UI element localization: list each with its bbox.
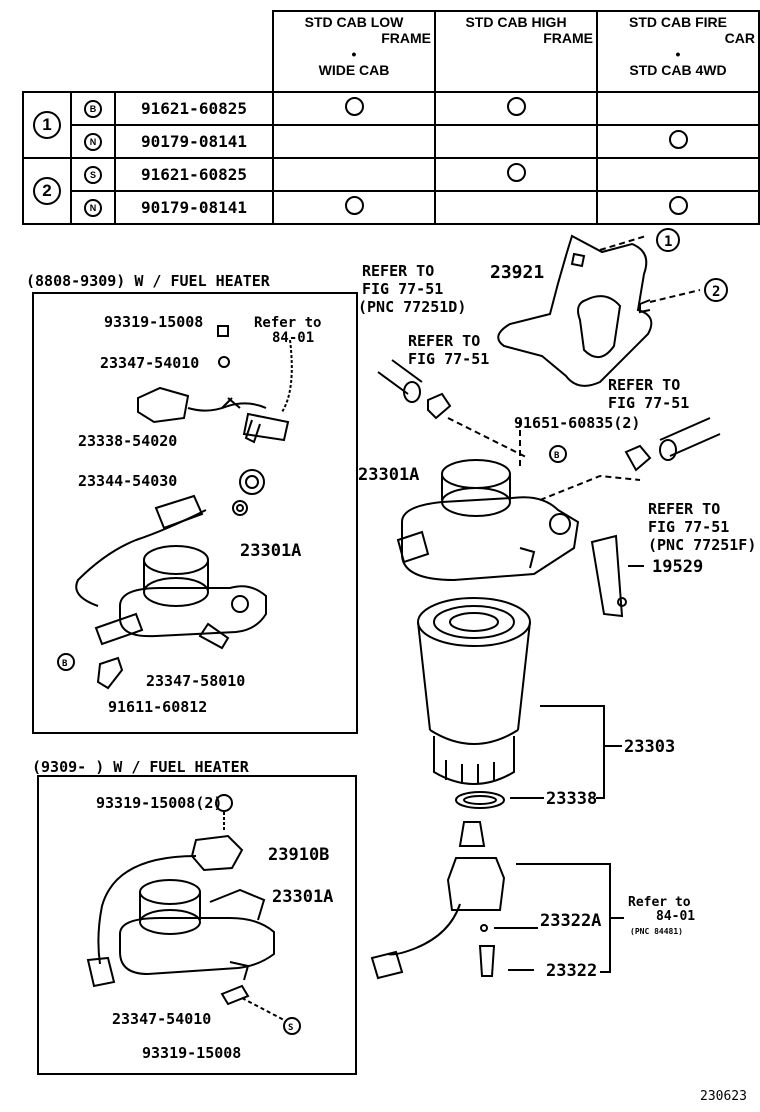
o-ring bbox=[455, 791, 505, 809]
part-number-cell: 90179-08141 bbox=[114, 190, 274, 225]
refer-a-line2: FIG 77-51 bbox=[362, 280, 443, 298]
label-23303: 23303 bbox=[624, 737, 675, 757]
callout-2-number: 2 bbox=[712, 284, 720, 300]
header-col-1: STD CAB LOW FRAME • WIDE CAB bbox=[272, 10, 436, 93]
refer-a-line3: (PNC 77251D) bbox=[358, 298, 466, 316]
refer-e-line3: (PNC 84481) bbox=[630, 927, 683, 936]
fitment-mark bbox=[506, 97, 526, 116]
label-23301a-main: 23301A bbox=[358, 465, 419, 485]
table-row: 2 S 91621-60825 bbox=[22, 157, 760, 225]
label-23921: 23921 bbox=[490, 262, 544, 283]
group-cell: 2 bbox=[22, 157, 72, 225]
label-23347-58010: 23347-58010 bbox=[146, 672, 245, 690]
part-number-cell: 90179-08141 bbox=[114, 124, 274, 159]
mark-cell: S bbox=[70, 157, 116, 192]
fitment-mark bbox=[506, 163, 526, 182]
main-mark-letter: B bbox=[554, 451, 560, 461]
label-23910b: 23910B bbox=[268, 845, 329, 865]
mounting-bracket bbox=[497, 234, 653, 387]
sensor-housing bbox=[446, 857, 506, 911]
mark-cell: N bbox=[70, 190, 116, 225]
callout-1-number: 1 bbox=[664, 234, 672, 250]
mark-cell: B bbox=[70, 91, 116, 126]
panel2-sensor bbox=[190, 834, 244, 872]
callout-2 bbox=[704, 278, 728, 302]
label-23322: 23322 bbox=[546, 961, 597, 981]
fitment-mark bbox=[344, 97, 364, 116]
fit-cell bbox=[272, 190, 436, 225]
figure-number: 230623 bbox=[700, 1089, 747, 1104]
group-number-2: 2 bbox=[33, 177, 61, 205]
label-91651-60835: 91651-60835(2) bbox=[514, 414, 640, 432]
refer-b-line2: FIG 77-51 bbox=[408, 350, 489, 368]
refer-b-line1: REFER TO bbox=[408, 332, 480, 350]
fit-cell bbox=[434, 124, 598, 159]
bracket-19529 bbox=[590, 534, 624, 618]
header-col-3: STD CAB FIRE CAR • STD CAB 4WD bbox=[596, 10, 760, 93]
fit-cell bbox=[272, 157, 436, 192]
refer-d-line2: FIG 77-51 bbox=[648, 518, 729, 536]
refer-e-line2: 84-01 bbox=[656, 909, 695, 924]
label-23301a: 23301A bbox=[240, 541, 301, 561]
label-93319-15008-panel2: 93319-15008 bbox=[142, 1044, 241, 1062]
refer-c-line2: FIG 77-51 bbox=[608, 394, 689, 412]
label-91611-60812: 91611-60812 bbox=[108, 698, 207, 716]
panel2-mark-s bbox=[283, 1017, 301, 1035]
header-col-2: STD CAB HIGH FRAME bbox=[434, 10, 598, 93]
panel1-mark-letter: B bbox=[62, 659, 68, 669]
fuel-sensor bbox=[478, 945, 496, 977]
label-23338-54020: 23338-54020 bbox=[78, 432, 177, 450]
refer-d-line3: (PNC 77251F) bbox=[648, 536, 756, 554]
panel-1-frame bbox=[32, 292, 358, 734]
table-row: 1 B 91621-60825 bbox=[22, 91, 760, 159]
label-23347-54010-panel2: 23347-54010 bbox=[112, 1010, 211, 1028]
label-93319-15008: 93319-15008 bbox=[104, 313, 203, 331]
part-number-cell: 91621-60825 bbox=[114, 91, 274, 126]
fit-cell bbox=[272, 124, 436, 159]
refer-e-line1: Refer to bbox=[628, 895, 691, 910]
fit-cell bbox=[434, 190, 598, 225]
label-19529: 19529 bbox=[652, 557, 703, 577]
fit-cell bbox=[434, 91, 598, 126]
label-23344-54030: 23344-54030 bbox=[78, 472, 177, 490]
refer-c-line1: REFER TO bbox=[608, 376, 680, 394]
table-header-row: STD CAB LOW FRAME • WIDE CAB STD CAB HIG… bbox=[23, 10, 760, 93]
fit-cell bbox=[596, 91, 760, 126]
table-row: N 90179-08141 bbox=[23, 190, 760, 225]
fit-cell bbox=[596, 157, 760, 192]
part-number-cell: 91621-60825 bbox=[114, 157, 274, 192]
label-23347-54010: 23347-54010 bbox=[100, 354, 199, 372]
label-23301a-panel2: 23301A bbox=[272, 887, 333, 907]
fit-cell bbox=[596, 190, 760, 225]
panel1-mark-b bbox=[57, 653, 75, 671]
group-number-1: 1 bbox=[33, 111, 61, 139]
fit-cell bbox=[596, 124, 760, 159]
fit-cell bbox=[272, 91, 436, 126]
refer-to-text: Refer to bbox=[254, 315, 321, 331]
label-23322a: 23322A bbox=[540, 911, 601, 931]
fitment-mark bbox=[344, 196, 364, 215]
fit-cell bbox=[434, 157, 598, 192]
table-row: N 90179-08141 bbox=[23, 124, 760, 159]
panel1-connector bbox=[137, 386, 190, 424]
panel-2-frame bbox=[37, 775, 357, 1075]
label-93319-15008-2: 93319-15008(2) bbox=[96, 794, 222, 812]
refer-d-line1: REFER TO bbox=[648, 500, 720, 518]
label-23338: 23338 bbox=[546, 789, 597, 809]
panel1-title: (8808-9309) W / FUEL HEATER bbox=[26, 272, 271, 290]
fitment-mark bbox=[668, 196, 688, 215]
mark-cell: N bbox=[70, 124, 116, 159]
main-mark-b bbox=[549, 445, 567, 463]
panel2-title: (9309- ) W / FUEL HEATER bbox=[32, 758, 250, 776]
fitment-mark bbox=[668, 130, 688, 149]
group-cell: 1 bbox=[22, 91, 72, 159]
callout-1 bbox=[656, 228, 680, 252]
panel2-mark-letter: S bbox=[288, 1023, 293, 1033]
refer-to-page: 84-01 bbox=[272, 330, 314, 346]
application-table: STD CAB LOW FRAME • WIDE CAB STD CAB HIG… bbox=[22, 10, 760, 225]
refer-a-line1: REFER TO bbox=[362, 262, 434, 280]
